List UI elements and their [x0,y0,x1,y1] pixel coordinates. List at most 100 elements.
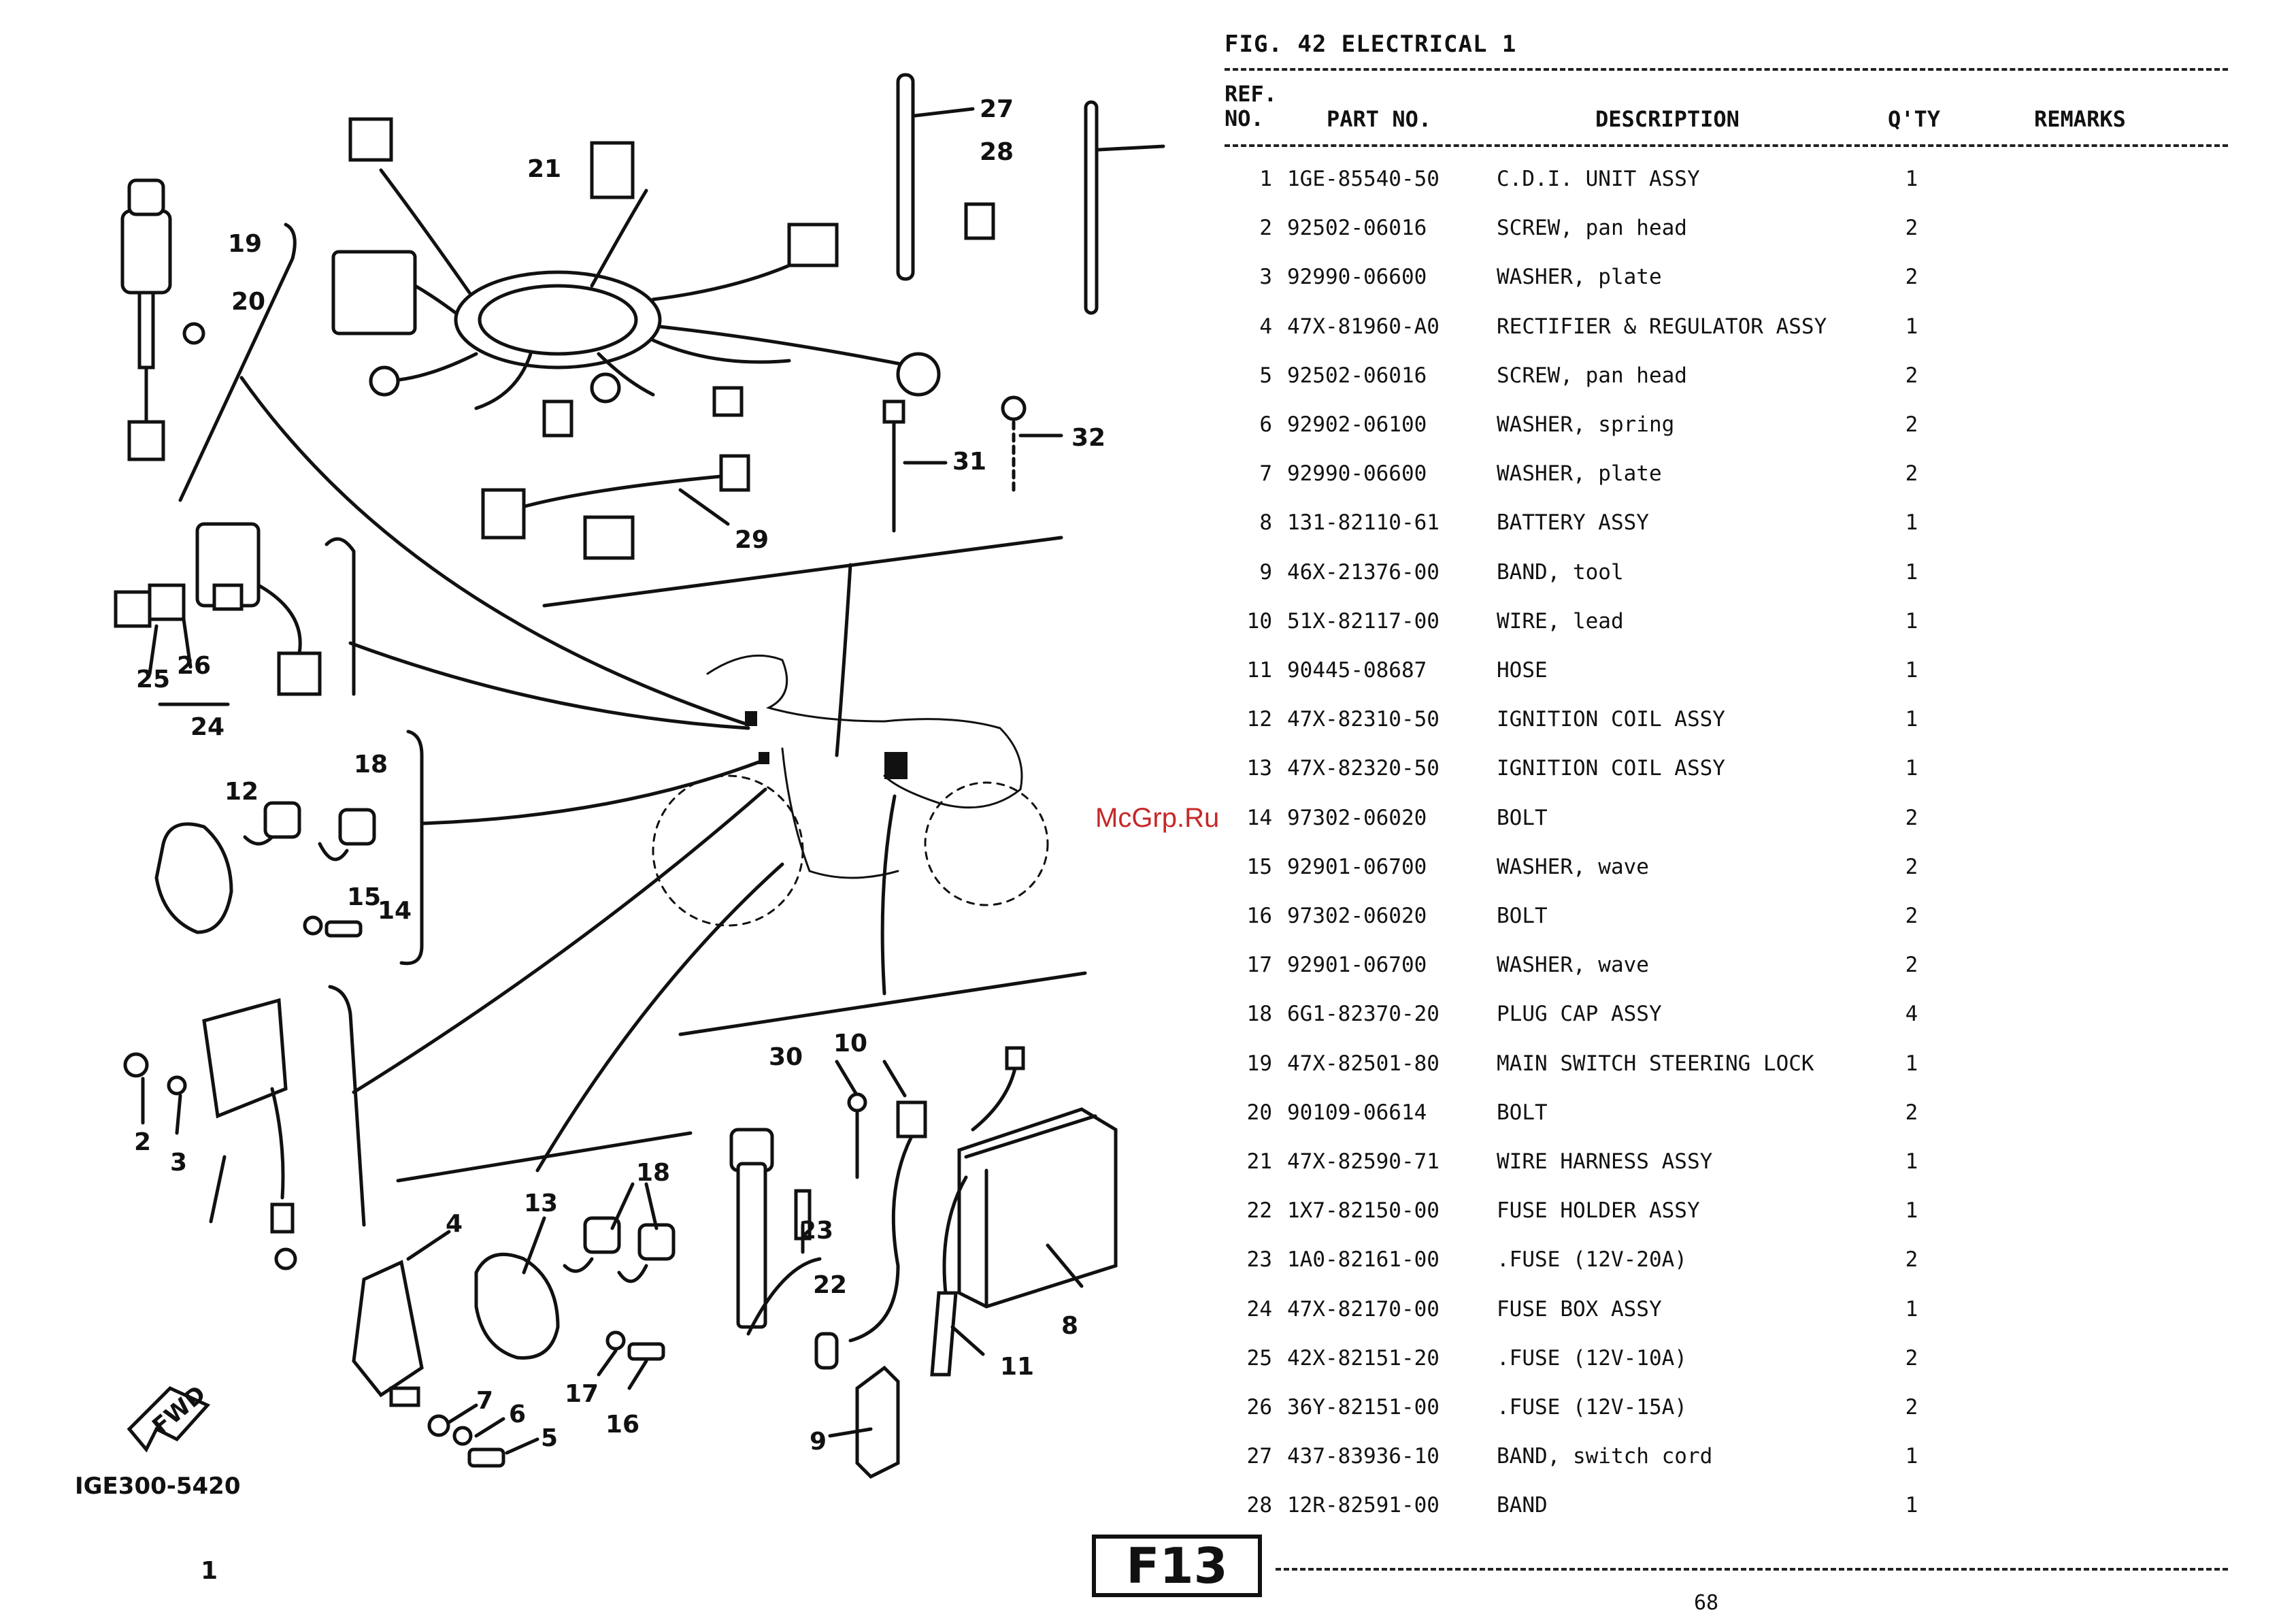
description-cell: FUSE HOLDER ASSY [1497,1198,1700,1224]
callout-20: 20 [231,288,265,316]
description-cell: IGNITION COIL ASSY [1497,756,1725,781]
leader-main-switch [239,376,750,727]
description-cell: WIRE HARNESS ASSY [1497,1149,1713,1174]
fwd-arrow: FWD [127,1380,211,1453]
part-no-cell: 90109-06614 [1287,1100,1427,1125]
ref-no-cell: 28 [1246,1493,1272,1518]
callout-23: 23 [799,1217,833,1245]
part-no-cell: 1A0-82161-00 [1287,1247,1440,1273]
callout-18b: 18 [636,1159,670,1187]
fuse-box-drawing [114,522,322,706]
description-cell: RECTIFIER & REGULATOR ASSY [1497,314,1827,339]
part-no-cell: 36Y-82151-00 [1287,1395,1440,1420]
callout-12: 12 [224,778,259,806]
callout-8: 8 [1061,1312,1078,1340]
ref-no-cell: 15 [1246,854,1272,879]
callout-2: 2 [134,1128,151,1156]
ref-no-cell: 14 [1246,805,1272,830]
bracket-fuse-box [325,537,356,696]
qty-cell: 1 [1905,1493,1918,1518]
part-no-cell: 92901-06700 [1287,854,1427,879]
leader-ignition-coil [420,760,761,825]
callout-6: 6 [509,1400,526,1428]
ref-no-cell: 12 [1246,707,1272,732]
qty-cell: 1 [1905,1444,1918,1469]
watermark: McGrp.Ru [1095,803,1220,833]
ref-no-cell: 6 [1259,412,1272,437]
header-remarks: REMARKS [2034,106,2126,132]
qty-cell: 1 [1905,314,1918,339]
description-cell: WASHER, wave [1497,953,1649,978]
callout-9: 9 [810,1428,827,1456]
qty-cell: 2 [1905,1345,1918,1371]
callout-31: 31 [952,448,986,476]
ref-no-cell: 24 [1246,1296,1272,1322]
part-no-cell: 97302-06020 [1287,904,1427,928]
tool-band-drawing [828,1365,900,1479]
rectifier-drawing [352,1230,539,1468]
header-part-no: PART NO. [1327,106,1432,132]
ref-no-cell: 2 [1259,216,1272,241]
part-no-cell: 42X-82151-20 [1287,1345,1440,1371]
battery-drawing [814,1046,1118,1377]
qty-cell: 1 [1905,608,1918,634]
ref-no-cell: 17 [1246,953,1272,978]
description-cell: BAND [1497,1493,1548,1518]
part-no-cell: 92901-06700 [1287,953,1427,978]
callout-30: 30 [769,1043,803,1071]
qty-cell: 2 [1905,412,1918,437]
qty-cell: 2 [1905,363,1918,388]
clips-drawing [882,395,1063,533]
ref-no-cell: 11 [1246,658,1272,683]
main-switch-drawing [120,178,205,461]
header-rule-bottom [1225,144,2228,147]
qty-cell: 2 [1905,1247,1918,1273]
callout-7: 7 [476,1387,493,1415]
diagram-code: IGE300-5420 [75,1473,241,1500]
qty-cell: 1 [1905,167,1918,191]
callout-28: 28 [980,138,1014,166]
description-cell: BOLT [1497,904,1548,928]
ref-no-cell: 9 [1259,559,1272,585]
callout-1: 1 [201,1557,218,1585]
callout-4: 4 [446,1210,463,1238]
callout-29: 29 [735,526,769,554]
description-cell: BOLT [1497,805,1548,830]
description-cell: BAND, switch cord [1497,1444,1713,1469]
ref-no-cell: 7 [1259,461,1272,487]
part-no-cell: 92990-06600 [1287,461,1427,487]
cdi-unit-drawing [123,998,297,1270]
qty-cell: 2 [1905,265,1918,290]
description-cell: .FUSE (12V-10A) [1497,1345,1687,1371]
callout-32: 32 [1071,424,1105,452]
qty-cell: 2 [1905,461,1918,487]
part-no-cell: 92990-06600 [1287,265,1427,290]
bracket-battery-top [678,971,1087,1036]
part-no-cell: 47X-82590-71 [1287,1149,1440,1174]
ref-no-cell: 10 [1246,608,1272,634]
callout-24: 24 [190,713,224,741]
ref-no-cell: 13 [1246,756,1272,781]
ref-no-cell: 8 [1259,510,1272,536]
description-cell: MAIN SWITCH STEERING LOCK [1497,1051,1814,1076]
sub-harness-drawing [481,454,750,560]
ref-no-cell: 19 [1246,1051,1272,1076]
wire-harness-drawing [331,117,995,438]
description-cell: SCREW, pan head [1497,216,1687,241]
bracket-cdi [328,985,366,1227]
part-no-cell: 47X-82310-50 [1287,707,1440,732]
description-cell: BAND, tool [1497,559,1624,585]
ref-no-cell: 21 [1246,1149,1272,1174]
description-cell: HOSE [1497,658,1548,683]
